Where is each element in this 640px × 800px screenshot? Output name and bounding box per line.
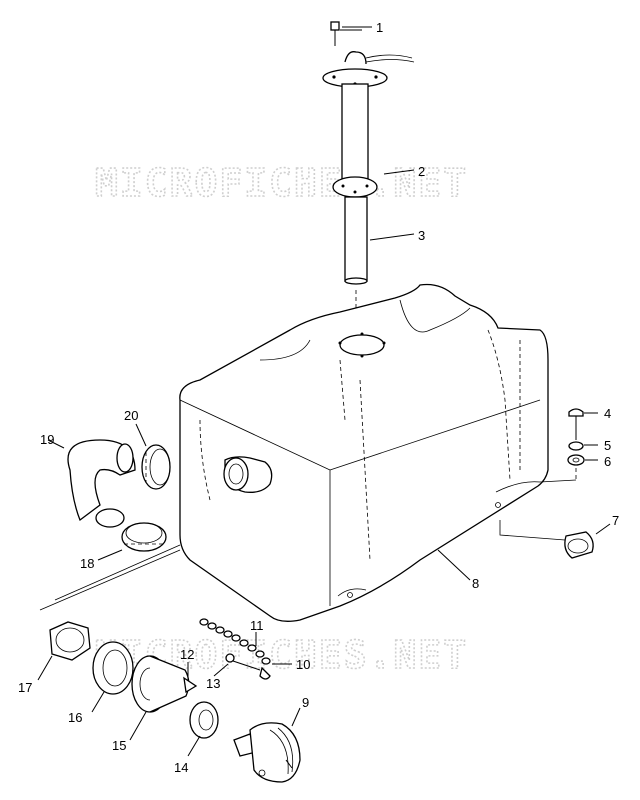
part-12 [183, 676, 198, 694]
clip-part-10 [259, 666, 271, 680]
chain-part-11 [199, 618, 271, 665]
callout-19: 19 [40, 432, 54, 447]
callout-1: 1 [376, 20, 383, 35]
callout-18: 18 [80, 556, 94, 571]
callout-14: 14 [174, 760, 188, 775]
callout-13: 13 [206, 676, 220, 691]
washer-part-6 [567, 454, 585, 466]
grommet-part-7 [499, 520, 594, 559]
oil-tank-part-8 [179, 283, 549, 622]
bolt-part-1 [330, 21, 362, 46]
washer-part-14 [189, 701, 219, 739]
filler-cap-part-9 [233, 722, 301, 783]
hose-part-19 [67, 439, 136, 528]
gasket-part-16 [92, 641, 134, 695]
callout-9: 9 [302, 695, 309, 710]
gasket-part-2 [332, 176, 378, 198]
callout-16: 16 [68, 710, 82, 725]
bolt-part-4 [568, 408, 584, 440]
hose-clamp-part-18 [121, 522, 167, 552]
sender-unit-part-3 [322, 51, 415, 320]
callout-12: 12 [180, 647, 194, 662]
leader-lines [37, 26, 611, 757]
callout-2: 2 [418, 164, 425, 179]
callout-11: 11 [250, 618, 264, 633]
watermark-top: MICROFICHES.NET [95, 161, 468, 205]
callout-5: 5 [604, 438, 611, 453]
callout-15: 15 [112, 738, 126, 753]
callout-8: 8 [472, 576, 479, 591]
callout-10: 10 [296, 657, 310, 672]
hose-clamp-part-20 [141, 444, 171, 490]
callout-6: 6 [604, 454, 611, 469]
callout-7: 7 [612, 513, 619, 528]
callout-17: 17 [18, 680, 32, 695]
lock-washer-part-5 [568, 441, 584, 451]
screw-part-13 [225, 653, 261, 671]
callout-4: 4 [604, 406, 611, 421]
callout-3: 3 [418, 228, 425, 243]
nut-part-17 [49, 621, 91, 661]
callout-20: 20 [124, 408, 138, 423]
fitting-part-15 [131, 655, 190, 713]
